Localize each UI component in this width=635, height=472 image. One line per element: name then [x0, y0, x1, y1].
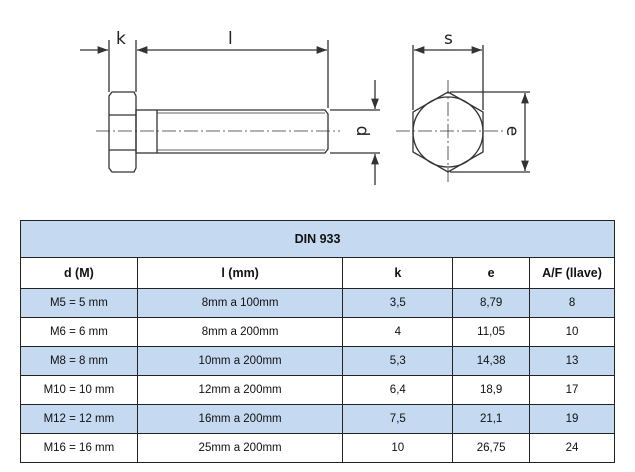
label-e: e [502, 126, 522, 136]
table-cell: 25mm a 200mm [136, 433, 344, 463]
table-cell: 7,5 [342, 404, 454, 434]
table-cell: 18,9 [452, 375, 531, 405]
bolt-dimension-drawing: k l s d e [80, 29, 530, 185]
table-cell: 21,1 [452, 404, 531, 434]
table-cell: 24 [529, 433, 615, 463]
table-title: DIN 933 [20, 220, 615, 258]
bolt-head-view [396, 80, 505, 185]
table-cell: 8 [529, 288, 615, 318]
label-l: l [228, 29, 233, 49]
table-cell: 8,79 [452, 288, 531, 318]
header-e: e [452, 257, 531, 289]
table-header-row: d (M) l (mm) k e A/F (llave) [20, 257, 615, 289]
label-s: s [444, 29, 453, 49]
table-cell: 4 [342, 317, 454, 347]
table-cell: M10 = 10 mm [20, 375, 138, 405]
table-cell: 3,5 [342, 288, 454, 318]
table-cell: 19 [529, 404, 615, 434]
din933-table: DIN 933 d (M) l (mm) k e A/F (llave) M5 … [20, 220, 615, 463]
table-cell: 16mm a 200mm [136, 404, 344, 434]
table-cell: 8mm a 200mm [136, 317, 344, 347]
table-cell: M12 = 12 mm [20, 404, 138, 434]
table-cell: 12mm a 200mm [136, 375, 344, 405]
table-cell: M16 = 16 mm [20, 433, 138, 463]
table-cell: 8mm a 100mm [136, 288, 344, 318]
header-d: d (M) [20, 257, 138, 289]
table-cell: M8 = 8 mm [20, 346, 138, 376]
header-k: k [342, 257, 454, 289]
header-l: l (mm) [136, 257, 344, 289]
table-cell: 14,38 [452, 346, 531, 376]
table-cell: 10 [529, 317, 615, 347]
label-d: d [352, 126, 372, 137]
table-cell: 6,4 [342, 375, 454, 405]
table-cell: 10mm a 200mm [136, 346, 344, 376]
header-af: A/F (llave) [529, 257, 615, 289]
bolt-side-view [96, 91, 340, 173]
table-cell: 17 [529, 375, 615, 405]
table-cell: 11,05 [452, 317, 531, 347]
label-k: k [116, 29, 126, 49]
table-cell: 13 [529, 346, 615, 376]
table-cell: M6 = 6 mm [20, 317, 138, 347]
table-cell: M5 = 5 mm [20, 288, 138, 318]
table-cell: 26,75 [452, 433, 531, 463]
table-cell: 10 [342, 433, 454, 463]
table-cell: 5,3 [342, 346, 454, 376]
